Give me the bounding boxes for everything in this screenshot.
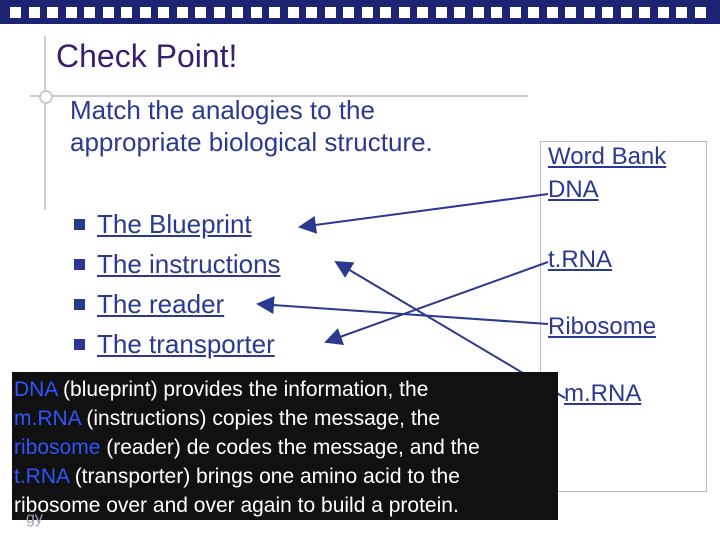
top-bar-square (417, 7, 428, 18)
arrow-dna-to-blueprint (298, 193, 549, 234)
analogy-label: The transporter (97, 328, 275, 359)
analogy-item-instructions: The instructions (74, 244, 281, 284)
answer-box: DNA (blueprint) provides the information… (12, 372, 558, 520)
top-bar-square (250, 7, 262, 18)
top-bar-square (324, 7, 336, 18)
top-bar-square (509, 7, 521, 18)
word-bank-mrna: m.RNA (564, 380, 642, 407)
answer-term-dna: DNA (14, 378, 58, 401)
slide-title: Check Point! (56, 38, 238, 74)
prompt-text: Match the analogies to the appropriate b… (70, 94, 433, 158)
analogy-item-reader: The reader (74, 284, 281, 324)
top-bar-square (47, 7, 58, 18)
top-bar-square (657, 7, 669, 18)
top-bar-square (10, 7, 21, 18)
square-bullet-icon (74, 338, 85, 350)
top-bar-square (454, 7, 465, 18)
top-bar-square (343, 7, 354, 18)
top-bar-square (176, 7, 188, 18)
top-bar-square (65, 7, 77, 18)
analogy-item-transporter: The transporter (74, 324, 281, 364)
word-bank-title: Word Bank (548, 143, 667, 170)
title-rule-horizontal (30, 95, 528, 97)
answer-line-4: t.RNA (transporter) brings one amino aci… (14, 462, 558, 491)
top-bar-square (306, 7, 317, 18)
top-bar-square (602, 7, 613, 18)
top-bar-square (694, 7, 706, 18)
answer-text: (reader) de codes the message, and the (100, 436, 480, 459)
square-bullet-icon (74, 258, 85, 270)
analogy-list: The Blueprint The instructions The reade… (74, 204, 281, 364)
top-bar-square (121, 7, 132, 18)
title-rule-vertical (44, 36, 46, 210)
answer-line-1: DNA (blueprint) provides the information… (14, 375, 558, 404)
square-bullet-icon (74, 298, 85, 310)
arrow-trna-to-transporter (324, 261, 549, 346)
top-bar-square (398, 7, 410, 18)
top-bar-square (620, 7, 632, 18)
analogy-label: The Blueprint (97, 208, 252, 239)
top-bar (0, 0, 720, 24)
top-bar-square (287, 7, 299, 18)
top-bar-square (435, 7, 447, 18)
answer-term-mrna: m.RNA (14, 407, 81, 430)
word-bank-ribosome: Ribosome (548, 313, 657, 340)
top-bar-square (84, 7, 95, 18)
answer-text: ribosome over and over again to build a … (14, 494, 459, 517)
word-bank-box (540, 141, 707, 492)
word-bank-trna: t.RNA (548, 246, 613, 273)
top-bar-square (361, 7, 373, 18)
answer-text: (instructions) copies the message, the (80, 407, 441, 430)
top-bar-square (158, 7, 169, 18)
analogy-item-blueprint: The Blueprint (74, 204, 281, 244)
title-rule-ring (39, 90, 53, 104)
top-bar-square (583, 7, 595, 18)
top-bar-square (639, 7, 650, 18)
top-bar-square (491, 7, 502, 18)
square-bullet-icon (74, 218, 85, 230)
analogy-label: The reader (97, 288, 225, 319)
word-bank-dna: DNA (548, 176, 599, 203)
top-bar-square (139, 7, 151, 18)
top-bar-square (676, 7, 687, 18)
answer-term-ribosome: ribosome (14, 436, 101, 459)
analogy-label: The instructions (97, 248, 281, 279)
top-bar-square (213, 7, 225, 18)
top-bar-square (102, 7, 114, 18)
answer-term-trna: t.RNA (14, 465, 69, 488)
top-bar-square (269, 7, 280, 18)
answer-text: (transporter) brings one amino acid to t… (68, 465, 460, 488)
top-bar-square (565, 7, 576, 18)
top-bar-square (232, 7, 243, 18)
answer-line-5: ribosome over and over again to build a … (14, 491, 558, 520)
top-bar-square (380, 7, 391, 18)
answer-line-3: ribosome (reader) de codes the message, … (14, 433, 558, 462)
top-bar-square (528, 7, 539, 18)
top-bar-square (195, 7, 206, 18)
top-bar-square (472, 7, 484, 18)
top-bar-square (28, 7, 40, 18)
answer-line-2: m.RNA (instructions) copies the message,… (14, 404, 558, 433)
top-bar-square (546, 7, 558, 18)
answer-text: (blueprint) provides the information, th… (57, 378, 429, 401)
prompt-line-2: appropriate biological structure. (70, 127, 433, 157)
footer-fragment: gy (26, 510, 43, 527)
prompt-line-1: Match the analogies to the (70, 95, 375, 125)
